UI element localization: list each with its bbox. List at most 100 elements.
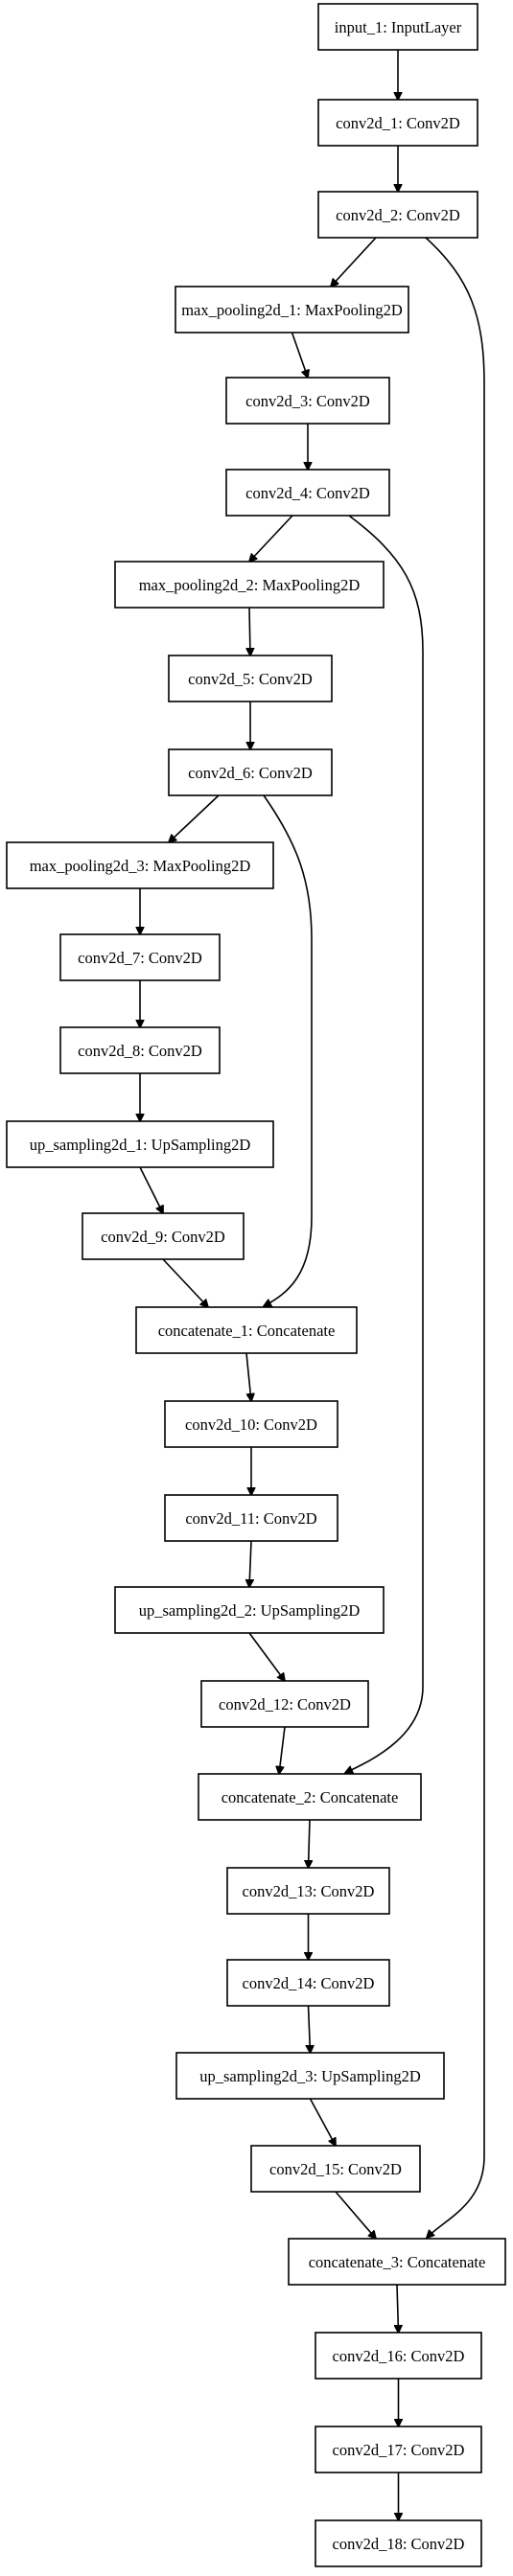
node-conv2d_14: conv2d_14: Conv2D <box>226 1959 390 2007</box>
node-label: conv2d_1: Conv2D <box>336 114 460 132</box>
node-up_sampling2d_1: up_sampling2d_1: UpSampling2D <box>6 1120 274 1168</box>
node-label: conv2d_16: Conv2D <box>333 2347 465 2365</box>
edge-conv2d_14-to-up_sampling2d_3 <box>309 2005 311 2053</box>
node-label: conv2d_9: Conv2D <box>101 1228 225 1246</box>
node-label: conv2d_3: Conv2D <box>245 392 370 410</box>
edge-conv2d_11-to-up_sampling2d_2 <box>249 1540 251 1587</box>
edge-conv2d_9-to-concatenate_1 <box>162 1258 208 1307</box>
edges-layer <box>139 50 485 2520</box>
edge-up_sampling2d_2-to-conv2d_12 <box>248 1632 285 1681</box>
edge-conv2d_2-to-concatenate_3 <box>425 237 485 2238</box>
node-conv2d_12: conv2d_12: Conv2D <box>200 1680 369 1728</box>
node-conv2d_9: conv2d_9: Conv2D <box>82 1212 245 1260</box>
node-label: conv2d_2: Conv2D <box>336 206 460 224</box>
node-conv2d_17: conv2d_17: Conv2D <box>315 2426 482 2473</box>
node-label: concatenate_2: Concatenate <box>222 1788 399 1806</box>
edge-conv2d_4-to-max_pooling2d_2 <box>249 515 293 562</box>
node-box <box>175 2052 445 2100</box>
node-max_pooling2d_3: max_pooling2d_3: MaxPooling2D <box>6 841 274 889</box>
node-conv2d_5: conv2d_5: Conv2D <box>168 655 333 702</box>
node-conv2d_15: conv2d_15: Conv2D <box>250 2145 421 2193</box>
node-box <box>315 2426 482 2473</box>
node-box <box>200 1680 369 1728</box>
node-label: max_pooling2d_1: MaxPooling2D <box>181 301 403 319</box>
node-max_pooling2d_1: max_pooling2d_1: MaxPooling2D <box>175 286 409 334</box>
node-input_1: input_1: InputLayer <box>317 3 478 51</box>
node-label: max_pooling2d_3: MaxPooling2D <box>30 857 251 875</box>
node-box <box>135 1306 358 1354</box>
node-box <box>168 655 333 702</box>
node-label: up_sampling2d_3: UpSampling2D <box>199 2067 421 2085</box>
node-box <box>114 1586 385 1634</box>
node-label: up_sampling2d_2: UpSampling2D <box>139 1601 361 1620</box>
edge-conv2d_6-to-max_pooling2d_3 <box>169 794 220 842</box>
node-label: concatenate_1: Concatenate <box>158 1322 336 1340</box>
node-box <box>164 1494 338 1542</box>
node-conv2d_18: conv2d_18: Conv2D <box>315 2519 482 2567</box>
node-label: conv2d_6: Conv2D <box>188 764 313 782</box>
node-max_pooling2d_2: max_pooling2d_2: MaxPooling2D <box>114 561 385 609</box>
edge-concatenate_1-to-conv2d_10 <box>245 1352 251 1401</box>
edge-conv2d_12-to-concatenate_2 <box>279 1726 286 1774</box>
edge-up_sampling2d_1-to-conv2d_9 <box>139 1166 163 1213</box>
node-box <box>114 561 385 609</box>
node-conv2d_1: conv2d_1: Conv2D <box>317 99 478 147</box>
node-conv2d_3: conv2d_3: Conv2D <box>225 377 390 425</box>
edge-conv2d_2-to-max_pooling2d_1 <box>331 237 377 287</box>
node-box <box>59 1026 221 1074</box>
node-label: up_sampling2d_1: UpSampling2D <box>30 1136 251 1154</box>
node-up_sampling2d_2: up_sampling2d_2: UpSampling2D <box>114 1586 385 1634</box>
nodes-layer: input_1: InputLayer conv2d_1: Conv2D conv2… <box>6 3 506 2567</box>
edge-conv2d_6-to-concatenate_1 <box>264 794 313 1306</box>
node-box <box>317 3 478 51</box>
node-box <box>317 191 478 239</box>
node-label: conv2d_10: Conv2D <box>185 1415 317 1434</box>
node-label: input_1: InputLayer <box>335 18 462 36</box>
node-box <box>6 841 274 889</box>
node-label: conv2d_4: Conv2D <box>245 484 370 502</box>
node-box <box>175 286 409 334</box>
node-conv2d_16: conv2d_16: Conv2D <box>315 2332 482 2380</box>
node-box <box>168 748 333 796</box>
node-conv2d_10: conv2d_10: Conv2D <box>164 1400 338 1448</box>
node-label: conv2d_15: Conv2D <box>269 2160 402 2178</box>
node-conv2d_8: conv2d_8: Conv2D <box>59 1026 221 1074</box>
node-concatenate_3: concatenate_3: Concatenate <box>288 2238 506 2286</box>
node-box <box>164 1400 338 1448</box>
node-label: conv2d_14: Conv2D <box>243 1974 375 1992</box>
node-concatenate_1: concatenate_1: Concatenate <box>135 1306 358 1354</box>
node-conv2d_13: conv2d_13: Conv2D <box>226 1867 390 1915</box>
node-box <box>82 1212 245 1260</box>
node-conv2d_4: conv2d_4: Conv2D <box>225 469 390 517</box>
node-box <box>250 2145 421 2193</box>
node-conv2d_7: conv2d_7: Conv2D <box>59 933 221 981</box>
node-label: max_pooling2d_2: MaxPooling2D <box>139 576 361 594</box>
node-box <box>198 1773 422 1821</box>
node-box <box>288 2238 506 2286</box>
node-label: conv2d_5: Conv2D <box>188 670 313 688</box>
node-conv2d_2: conv2d_2: Conv2D <box>317 191 478 239</box>
edge-concatenate_2-to-conv2d_13 <box>309 1819 311 1868</box>
node-box <box>315 2332 482 2380</box>
node-box <box>59 933 221 981</box>
node-label: conv2d_11: Conv2D <box>185 1509 316 1528</box>
edge-max_pooling2d_1-to-conv2d_3 <box>291 332 309 378</box>
node-label: concatenate_3: Concatenate <box>309 2253 486 2271</box>
edge-max_pooling2d_2-to-conv2d_5 <box>249 607 250 656</box>
edge-up_sampling2d_3-to-conv2d_15 <box>309 2098 337 2146</box>
node-concatenate_2: concatenate_2: Concatenate <box>198 1773 422 1821</box>
node-label: conv2d_18: Conv2D <box>333 2535 465 2553</box>
node-box <box>315 2519 482 2567</box>
node-box <box>226 1867 390 1915</box>
node-box <box>317 99 478 147</box>
node-up_sampling2d_3: up_sampling2d_3: UpSampling2D <box>175 2052 445 2100</box>
node-box <box>6 1120 274 1168</box>
node-conv2d_6: conv2d_6: Conv2D <box>168 748 333 796</box>
node-label: conv2d_13: Conv2D <box>243 1882 375 1900</box>
edge-conv2d_4-to-concatenate_2 <box>345 515 424 1773</box>
node-label: conv2d_12: Conv2D <box>219 1695 351 1714</box>
node-box <box>225 377 390 425</box>
node-box <box>225 469 390 517</box>
node-conv2d_11: conv2d_11: Conv2D <box>164 1494 338 1542</box>
